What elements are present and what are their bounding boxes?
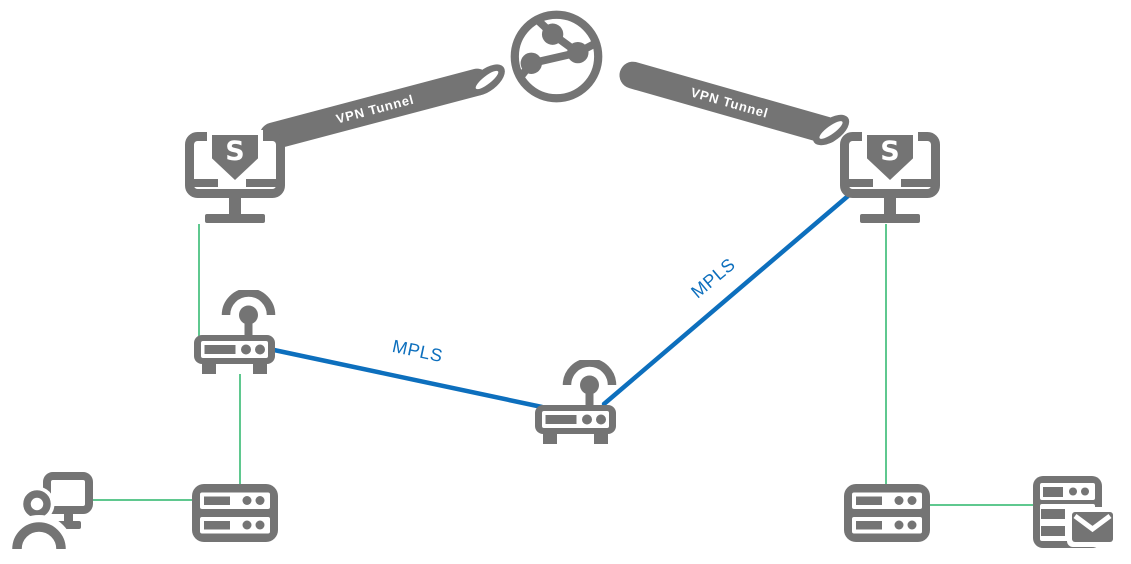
router-center-icon — [534, 360, 620, 444]
mail-server-icon — [1028, 471, 1120, 553]
lan-link-firewall-left-router-left — [198, 224, 200, 336]
server-left-icon — [192, 484, 278, 542]
lan-link-server-right-mail-server — [929, 504, 1034, 506]
mpls-link-left — [271, 347, 545, 410]
shield-letter: S — [880, 136, 900, 167]
workstation-user-icon — [12, 465, 94, 549]
firewall-left-icon: S — [185, 130, 285, 224]
lan-link-router-left-server-left — [239, 374, 241, 486]
lan-link-workstation-server-left — [92, 499, 193, 501]
server-right-icon — [844, 484, 930, 542]
shield-letter: S — [225, 136, 245, 167]
mpls-link-right — [601, 193, 851, 407]
internet-globe-icon — [508, 8, 605, 105]
lan-link-firewall-right-server-right — [885, 224, 887, 486]
router-left-icon — [193, 290, 279, 374]
firewall-right-icon: S — [840, 130, 940, 224]
